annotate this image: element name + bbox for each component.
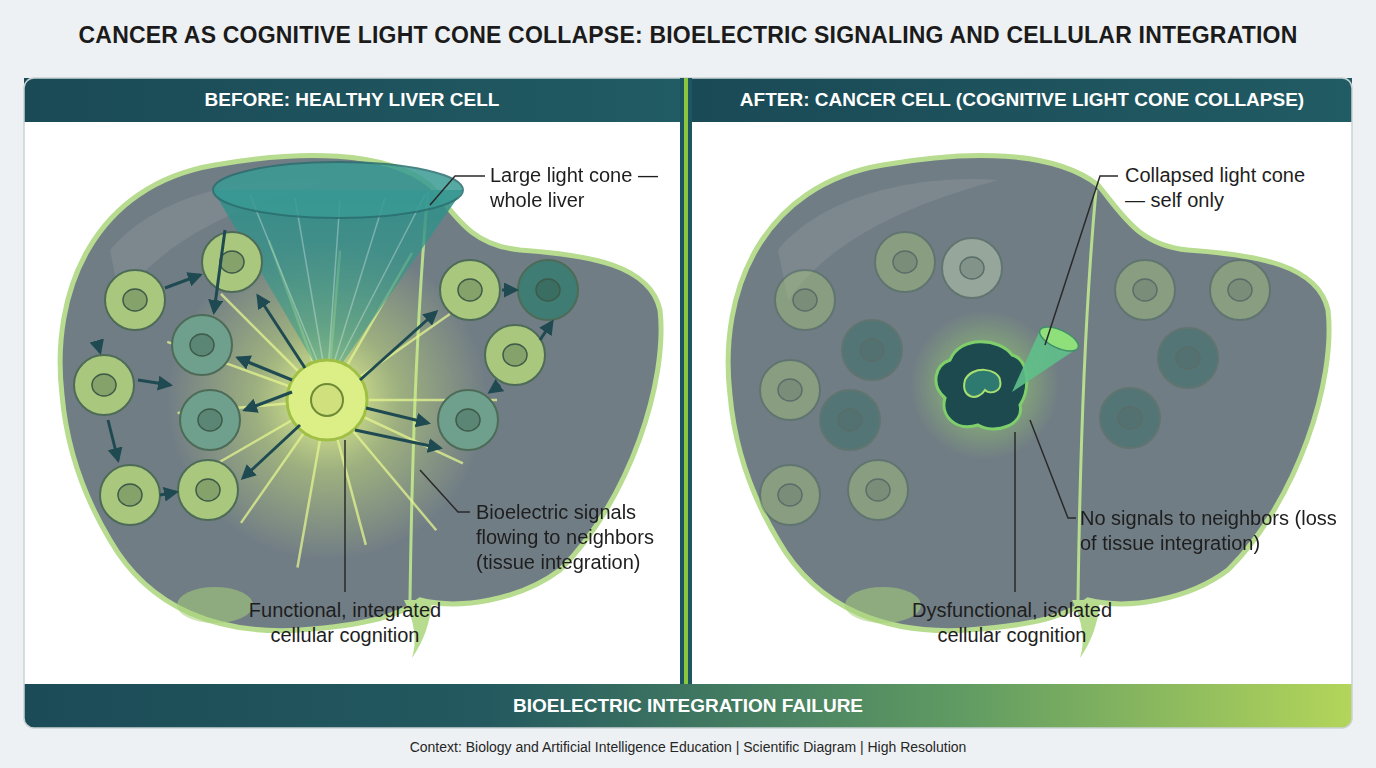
panel-heading: AFTER: CANCER CELL (COGNITIVE LIGHT CONE… (740, 89, 1304, 111)
callout-text: Large light cone — whole liver (490, 163, 680, 213)
panel-divider (680, 78, 692, 684)
panel-header: AFTER: CANCER CELL (COGNITIVE LIGHT CONE… (692, 78, 1352, 122)
callout-text: Collapsed light cone — self only (1125, 163, 1325, 213)
callout-text: No signals to neighbors (loss of tissue … (1080, 506, 1348, 556)
diagram-caption: Context: Biology and Artificial Intellig… (0, 739, 1376, 755)
summary-band: BIOELECTRIC INTEGRATION FAILURE (24, 684, 1352, 728)
outer-frame (24, 78, 1352, 728)
panel-heading: BEFORE: HEALTHY LIVER CELL (205, 89, 500, 111)
band-text: BIOELECTRIC INTEGRATION FAILURE (513, 695, 863, 717)
panel-divider-line (684, 78, 688, 684)
diagram-title: CANCER AS COGNITIVE LIGHT CONE COLLAPSE:… (0, 22, 1376, 49)
callout-text: Bioelectric signals flowing to neighbors… (476, 500, 681, 575)
panel-header: BEFORE: HEALTHY LIVER CELL (24, 78, 680, 122)
callout-text: Dysfunctional, isolated cellular cogniti… (892, 598, 1132, 648)
callout-text: Functional, integrated cellular cognitio… (225, 598, 465, 648)
